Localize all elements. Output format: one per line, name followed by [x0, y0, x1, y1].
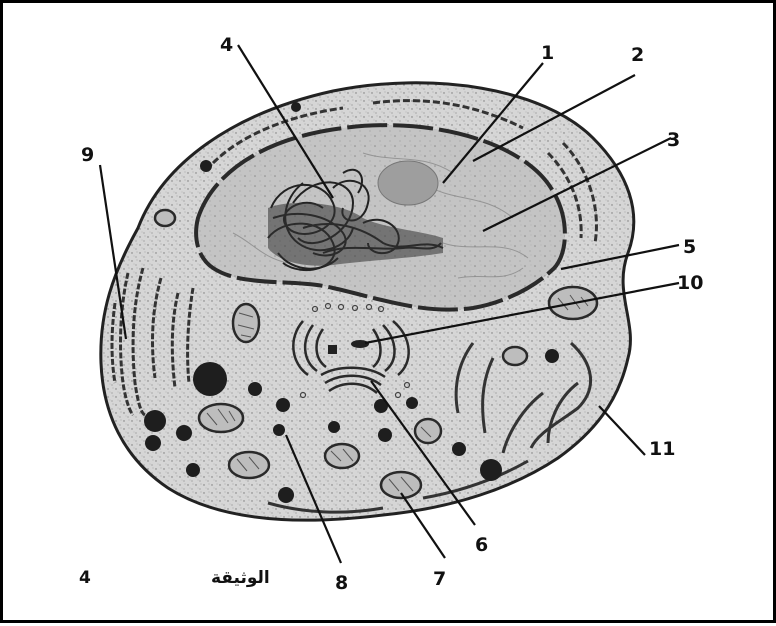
- leader-line-11: [599, 406, 645, 455]
- label-8: 8: [335, 572, 348, 594]
- caption-title: الوثيقة: [211, 568, 270, 588]
- label-5: 5: [683, 236, 696, 258]
- label-11: 11: [649, 438, 675, 460]
- label-2: 2: [631, 44, 644, 66]
- label-10: 10: [677, 272, 703, 294]
- cell-diagram: 1 2 3 4 5 6 7 8 9 10 11 4 الوثيقة: [3, 3, 776, 626]
- caption-number: 4: [79, 568, 91, 588]
- label-9: 9: [81, 144, 94, 166]
- label-1: 1: [541, 42, 554, 64]
- label-7: 7: [433, 568, 446, 590]
- label-6: 6: [475, 534, 488, 556]
- label-3: 3: [667, 129, 680, 151]
- nucleolus: [378, 161, 438, 205]
- label-4: 4: [220, 34, 233, 56]
